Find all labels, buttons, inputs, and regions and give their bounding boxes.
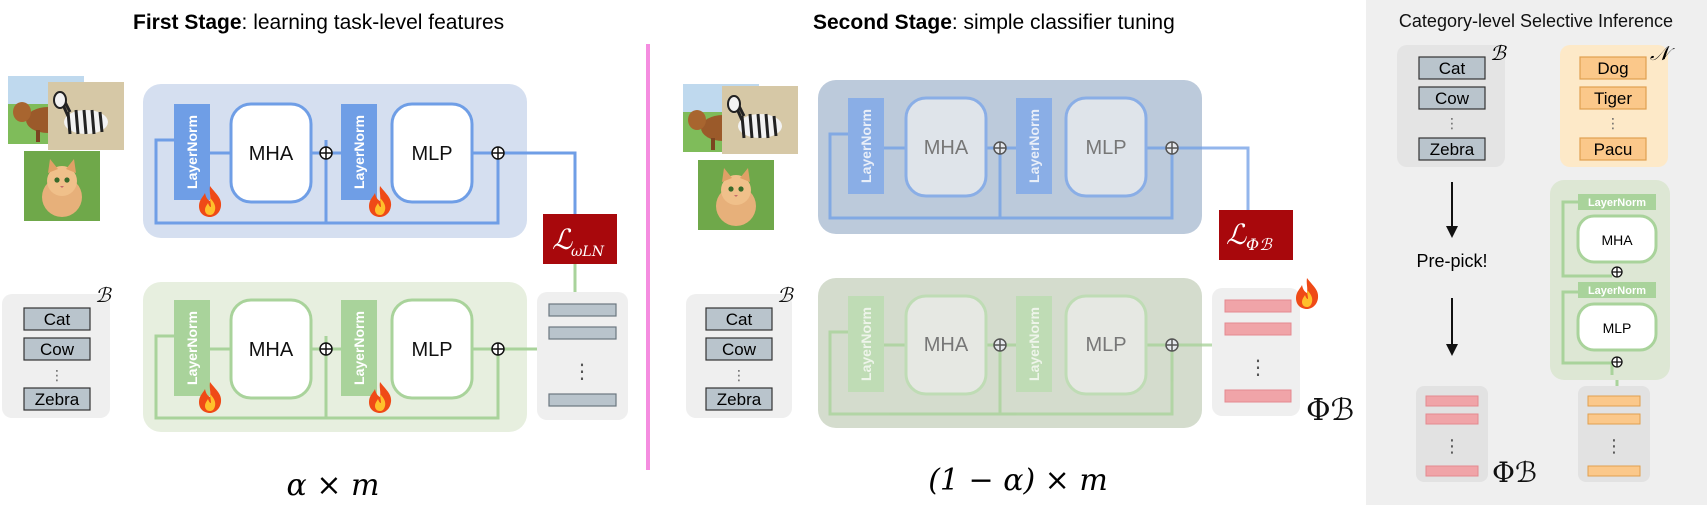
svg-text:⋮: ⋮ xyxy=(50,367,64,383)
plus-circle-icon xyxy=(993,141,1007,155)
stage2-base-categories: ℬ Cat Cow ⋮ Zebra xyxy=(686,283,794,418)
svg-text:ℒ: ℒ xyxy=(1226,218,1247,251)
stage1-green-encoder: LayerNorm MHA LayerNorm MLP xyxy=(143,282,537,432)
plus-circle-icon xyxy=(491,146,505,160)
svg-text:MHA: MHA xyxy=(1601,232,1633,248)
svg-text:⋮: ⋮ xyxy=(1248,357,1268,379)
svg-text:⋮: ⋮ xyxy=(732,367,746,383)
plus-circle-icon xyxy=(319,342,333,356)
svg-text:LayerNorm: LayerNorm xyxy=(1588,285,1646,297)
svg-text:ℬ: ℬ xyxy=(95,283,112,307)
svg-text:LayerNorm: LayerNorm xyxy=(1588,197,1646,209)
svg-text:MLP: MLP xyxy=(1085,334,1126,356)
svg-text:Dog: Dog xyxy=(1597,59,1628,78)
svg-text:⋮: ⋮ xyxy=(572,361,592,383)
stage1-title: First Stage: learning task-level feature… xyxy=(133,11,504,34)
svg-text:⋮: ⋮ xyxy=(1443,436,1461,456)
animal-photo-icon xyxy=(683,84,800,230)
svg-text:ℒ: ℒ xyxy=(552,223,573,256)
plus-circle-icon xyxy=(1611,266,1623,278)
svg-text:Cow: Cow xyxy=(1435,89,1470,108)
svg-text:⋮: ⋮ xyxy=(1605,436,1623,456)
stage2-loss-box: ℒ Φℬ xyxy=(1219,210,1293,260)
svg-text:Zebra: Zebra xyxy=(35,390,80,409)
inference-title: Category-level Selective Inference xyxy=(1399,11,1673,31)
svg-text:LayerNorm: LayerNorm xyxy=(1026,109,1042,183)
svg-text:⋮: ⋮ xyxy=(1606,115,1620,131)
svg-text:MHA: MHA xyxy=(924,334,969,356)
inference-panel: Category-level Selective Inference ℬ Cat… xyxy=(1366,0,1707,505)
svg-text:⋮: ⋮ xyxy=(1445,115,1459,131)
svg-text:Tiger: Tiger xyxy=(1594,89,1632,108)
svg-text:MHA: MHA xyxy=(924,137,969,159)
svg-text:Cat: Cat xyxy=(44,310,71,329)
arrow-down-icon xyxy=(1446,298,1458,356)
svg-text:Φℬ: Φℬ xyxy=(1246,235,1273,254)
svg-text:Zebra: Zebra xyxy=(1430,140,1475,159)
plus-circle-icon xyxy=(993,338,1007,352)
svg-text:Cow: Cow xyxy=(722,340,757,359)
stage1-loss-box: ℒ ωLN xyxy=(543,214,617,264)
plus-circle-icon xyxy=(1165,338,1179,352)
svg-text:MLP: MLP xyxy=(411,339,452,361)
svg-text:Zebra: Zebra xyxy=(717,390,762,409)
fire-icon xyxy=(1296,278,1319,309)
svg-text:Cat: Cat xyxy=(1439,59,1466,78)
svg-text:ωLN: ωLN xyxy=(571,244,605,260)
svg-text:LayerNorm: LayerNorm xyxy=(858,307,874,381)
stage2-title: Second Stage: simple classifier tuning xyxy=(813,11,1175,34)
stage2-formula: (1 − α) × m xyxy=(928,463,1108,498)
plus-circle-icon xyxy=(1611,356,1623,368)
svg-text:MLP: MLP xyxy=(1085,137,1126,159)
prepick-label: Pre-pick! xyxy=(1416,251,1487,271)
stage2-green-encoder: LayerNorm MHA LayerNorm MLP xyxy=(818,278,1212,428)
plus-circle-icon xyxy=(1165,141,1179,155)
stage-divider xyxy=(646,44,650,470)
stage2-classifier-label: Φℬ xyxy=(1306,393,1354,428)
svg-text:MHA: MHA xyxy=(249,339,294,361)
svg-text:LayerNorm: LayerNorm xyxy=(1026,307,1042,381)
svg-text:LayerNorm: LayerNorm xyxy=(858,109,874,183)
mha-label: MHA xyxy=(249,143,294,165)
stage1-classifier: ⋮ xyxy=(537,292,628,420)
svg-text:ℬ: ℬ xyxy=(1490,41,1507,65)
stage2-blue-encoder: LayerNorm MHA LayerNorm MLP xyxy=(818,80,1250,234)
svg-text:LayerNorm: LayerNorm xyxy=(351,311,367,385)
layernorm-label: LayerNorm xyxy=(184,115,200,189)
stage1-formula: α × m xyxy=(287,468,380,503)
svg-text:ℬ: ℬ xyxy=(777,283,794,307)
svg-text:MLP: MLP xyxy=(1603,320,1632,336)
plus-circle-icon xyxy=(319,146,333,160)
plus-circle-icon xyxy=(491,342,505,356)
svg-text:LayerNorm: LayerNorm xyxy=(351,115,367,189)
stage2-classifier: ⋮ xyxy=(1212,278,1319,416)
mlp-label: MLP xyxy=(411,143,452,165)
animal-photo-icon xyxy=(8,76,126,221)
stage1-base-categories: ℬ Cat Cow ⋮ Zebra xyxy=(2,283,112,418)
svg-text:Cat: Cat xyxy=(726,310,753,329)
svg-text:Pacu: Pacu xyxy=(1594,140,1633,159)
stage1-blue-encoder: LayerNorm MHA LayerNorm MLP xyxy=(143,84,577,238)
inference-classifier-label: Φℬ xyxy=(1492,456,1537,489)
arrow-down-icon xyxy=(1446,182,1458,238)
svg-text:LayerNorm: LayerNorm xyxy=(184,311,200,385)
svg-text:Cow: Cow xyxy=(40,340,75,359)
